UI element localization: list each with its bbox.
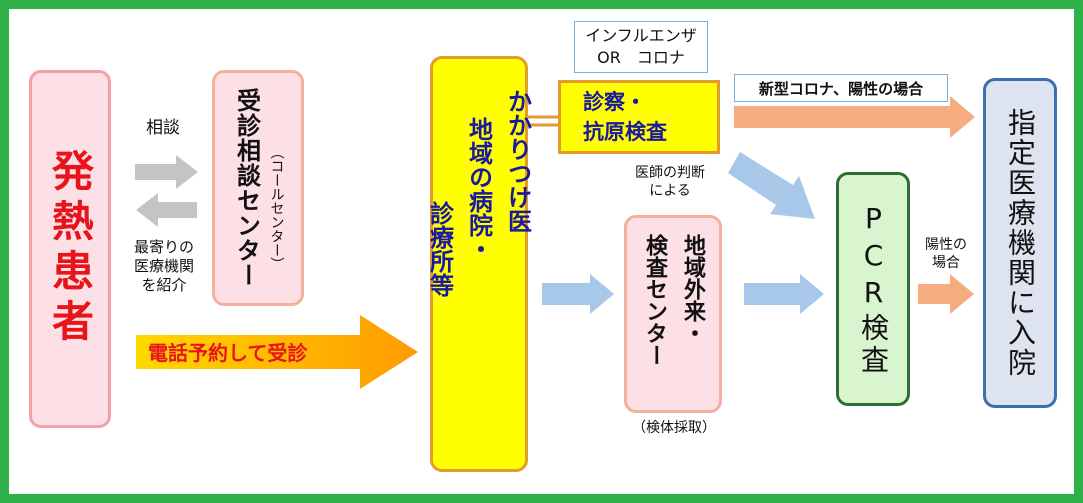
influenza-text: インフルエンザ [585, 26, 697, 45]
doctor-judgment-label: 医師の判断 による [635, 165, 705, 199]
consultation-center-box: 受診相談センター （コールセンター） [212, 70, 304, 306]
pcr-to-hospital-arrow [918, 274, 974, 314]
pcr-test-box: PCR検査 [836, 172, 910, 406]
exam-line-1: 診察・ [583, 90, 646, 114]
clinic-to-center-arrow [542, 274, 614, 314]
phone-booking-label: 電話予約して受診 [148, 341, 308, 365]
designated-hospital-box: 指定医療機関に入院 [983, 78, 1057, 408]
outpatient-center-line-1: 地域外来・ [680, 234, 705, 344]
designated-hospital-label: 指定医療機関に入院 [1004, 108, 1037, 378]
referral-arrow [136, 193, 197, 227]
family-doctor-clinic-box: かかりつけ医 地域の病院・ 診療所等 [426, 56, 532, 472]
exam-line-2: 抗原検査 [583, 120, 667, 144]
call-center-subtitle: （コールセンター） [268, 145, 285, 271]
positive-case-label: 陽性の 場合 [925, 237, 967, 271]
pcr-test-label: PCR検査 [857, 201, 890, 377]
local-outpatient-testing-center-box: 地域外来・ 検査センター [624, 215, 722, 413]
exam-antigen-test-box: 診察・ 抗原検査 [558, 80, 720, 154]
new-corona-positive-label-box: 新型コロナ、陽性の場合 [734, 74, 948, 102]
clinic-line-3: 診療所等 [425, 201, 454, 297]
exam-to-pcr-arrow [728, 152, 815, 219]
consult-arrow [135, 155, 198, 189]
new-corona-positive-label: 新型コロナ、陽性の場合 [758, 79, 924, 98]
referral-label: 最寄りの 医療機関 を紹介 [133, 238, 194, 294]
or-corona-text: OR コロナ [597, 48, 685, 67]
consultation-center-title: 受診相談センター [232, 88, 261, 288]
fever-patient-label: 発熱患者 [45, 149, 95, 349]
consult-label: 相談 [146, 118, 180, 138]
specimen-collection-label: （検体採取） [632, 420, 716, 436]
center-to-pcr-arrow [744, 274, 824, 314]
phone-booking-arrow [136, 315, 418, 389]
fever-patient-box: 発熱患者 [29, 70, 111, 428]
influenza-or-corona-box: インフルエンザ OR コロナ [574, 21, 708, 73]
exam-to-hospital-arrow [734, 96, 975, 138]
outpatient-center-line-2: 検査センター [642, 234, 667, 366]
clinic-line-2: 地域の病院・ [464, 117, 493, 261]
clinic-line-1: かかりつけ医 [503, 89, 532, 233]
